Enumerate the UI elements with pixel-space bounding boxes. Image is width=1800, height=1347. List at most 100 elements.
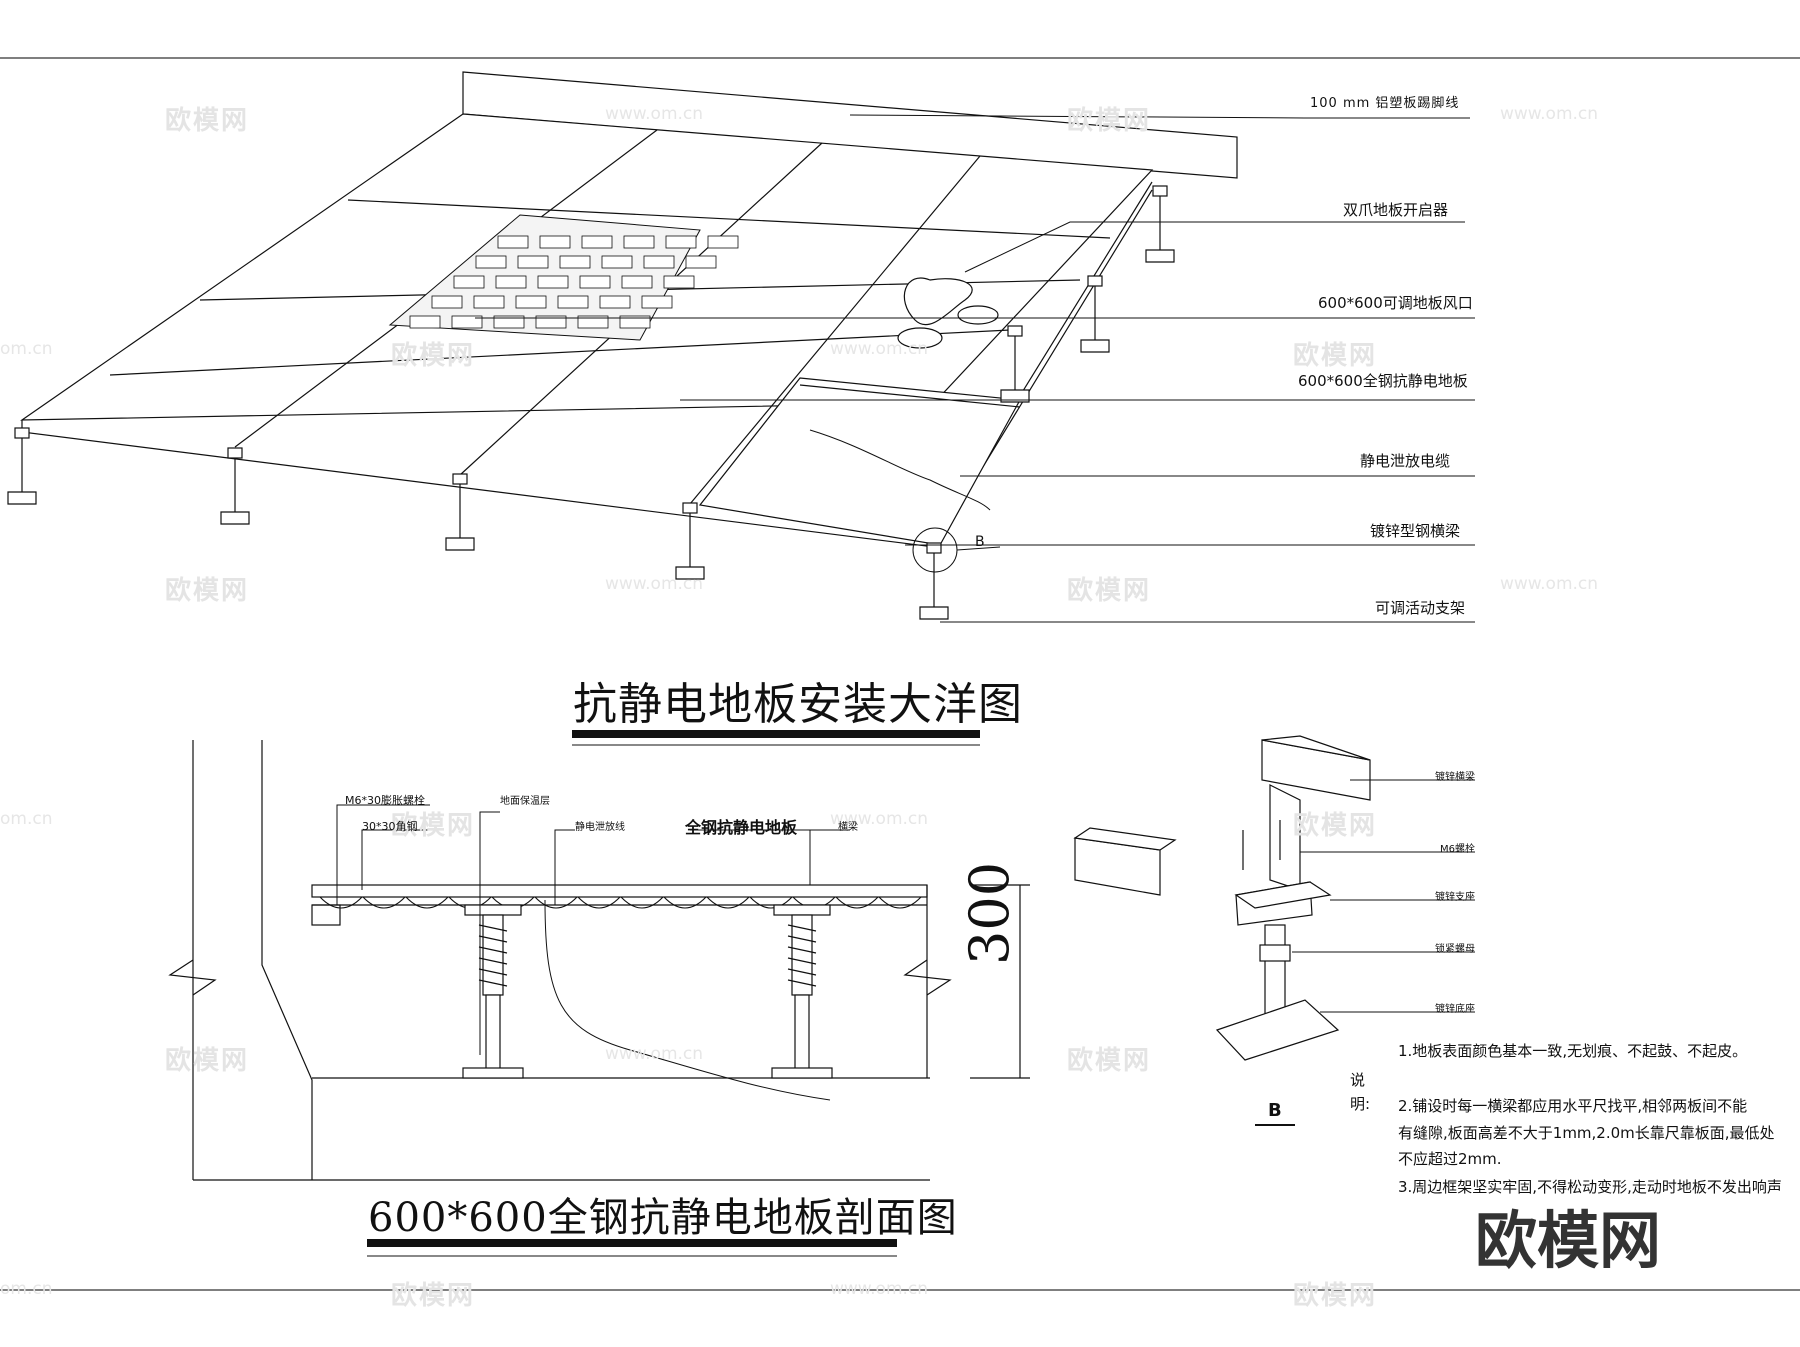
watermark-logo: 欧模网 <box>391 341 476 371</box>
panel-rib <box>534 896 578 909</box>
watermark-url: www.om.cn <box>605 1044 704 1064</box>
vent-slot <box>557 295 589 309</box>
callout-floor-opener: 双爪地板开启器 <box>1343 201 1449 219</box>
angle-steel <box>311 904 341 926</box>
label-insulation: 地面保温层 <box>500 796 550 807</box>
label-detail-base: 镀锌底座 <box>1435 1004 1475 1015</box>
watermark-url: www.om.cn <box>830 1279 929 1299</box>
vent-slot <box>537 275 569 289</box>
pedestal-group <box>7 185 1175 620</box>
vent-slot <box>559 255 591 269</box>
vent-slot <box>685 255 717 269</box>
wall-line-right <box>261 740 313 1180</box>
watermark-logo: 欧模网 <box>1067 576 1152 606</box>
panel-rib <box>405 896 449 909</box>
section-leaders <box>336 804 850 1055</box>
vent-slot <box>581 235 613 249</box>
iso-leaders <box>475 114 1475 623</box>
vent-slot <box>665 235 697 249</box>
section-title-underline <box>367 1239 897 1247</box>
vent-slot <box>493 315 525 329</box>
vent-slot <box>599 295 631 309</box>
panel-rib <box>749 896 793 909</box>
notes-heading: 说明: <box>1350 1071 1371 1113</box>
note-2-end: 不应超过2mm. <box>1398 1150 1502 1168</box>
pedestal <box>220 447 250 525</box>
watermark-logo: 欧模网 <box>391 811 476 841</box>
vent-slot <box>453 275 485 289</box>
pedestal <box>1145 185 1175 263</box>
label-floor: 全钢抗静电地板 <box>685 818 798 837</box>
callout-beam: 镀锌型钢横梁 <box>1370 522 1461 540</box>
label-cable: 静电泄放线 <box>575 822 625 833</box>
vent-slot <box>431 295 463 309</box>
label-detail-locknut: 锁紧螺母 <box>1435 944 1475 955</box>
section-title: 600*600全钢抗静电地板剖面图 <box>368 1195 958 1241</box>
note-2: 2.铺设时每一横梁都应用水平尺找平,相邻两板间不能 <box>1398 1097 1748 1115</box>
watermark-url: www.om.cn <box>830 809 929 829</box>
detail-leaders <box>1292 779 1475 1013</box>
panel-rib <box>577 896 621 909</box>
vent-slot <box>579 275 611 289</box>
watermark-url: om.cn <box>0 339 53 359</box>
section-pedestals <box>462 904 833 1079</box>
watermark-url: www.om.cn <box>1500 104 1599 124</box>
skirting-board <box>462 71 1238 179</box>
watermark-url: www.om.cn <box>830 339 929 359</box>
isometric-floor-view <box>20 71 1238 548</box>
watermark-logo: 欧模网 <box>1067 1046 1152 1076</box>
note-3: 3.周边框架坚实牢固,不得松动变形,走动时地板不发出响声 <box>1398 1178 1782 1196</box>
watermark-logo: 欧模网 <box>391 1281 476 1311</box>
panel-rib <box>878 896 922 909</box>
callout-skirting: 100 mm 铝塑板踢脚线 <box>1310 96 1460 111</box>
panel-ribs <box>319 896 922 909</box>
air-vent-grille <box>388 214 739 341</box>
watermark-url: www.om.cn <box>605 104 704 124</box>
vent-slot <box>495 275 527 289</box>
vent-slot <box>517 255 549 269</box>
label-angle: 30*30角钢 <box>362 820 418 833</box>
vent-slot <box>475 255 507 269</box>
static-cable <box>809 429 991 511</box>
note-2-cont: 有缝隙,板面高差不大于1mm,2.0m长靠尺靠板面,最低处 <box>1398 1124 1775 1142</box>
detail-b-view <box>1073 735 1371 1061</box>
watermark-url: www.om.cn <box>1500 574 1599 594</box>
lock-nut <box>1259 944 1291 962</box>
panel-rib <box>362 896 406 909</box>
floor-opener-tool <box>897 277 999 349</box>
vent-slot <box>577 315 609 329</box>
note-1: 1.地板表面颜色基本一致,无划痕、不起鼓、不起皮。 <box>1398 1042 1748 1060</box>
pedestal <box>919 542 949 620</box>
watermark-logo: 欧模网 <box>1293 811 1378 841</box>
watermark-logo: 欧模网 <box>165 576 250 606</box>
pedestal <box>7 427 37 505</box>
vent-slot <box>535 315 567 329</box>
watermark-url: www.om.cn <box>605 574 704 594</box>
pedestal <box>1080 275 1110 353</box>
watermark-logo: 欧模网 <box>1293 1281 1378 1311</box>
vent-slot <box>623 235 655 249</box>
vent-slot <box>451 315 483 329</box>
break-mark-left <box>168 959 217 996</box>
vent-slot <box>601 255 633 269</box>
watermark-url: om.cn <box>0 1279 53 1299</box>
pedestal <box>1000 325 1030 403</box>
pedestal <box>675 502 705 580</box>
callout-floor-panel: 600*600全钢抗静电地板 <box>1298 372 1468 390</box>
panel-rib <box>663 896 707 909</box>
vent-slot <box>641 295 673 309</box>
vent-slot <box>409 315 441 329</box>
watermark-logo: 欧模网 <box>165 106 250 136</box>
vent-slot <box>619 315 651 329</box>
section-cable <box>544 899 831 1101</box>
floor-panel-top <box>311 884 928 898</box>
watermark-url: om.cn <box>0 809 53 829</box>
vent-slot <box>473 295 505 309</box>
label-beam: 横梁 <box>838 822 858 833</box>
vent-slot <box>621 275 653 289</box>
panel-rib <box>620 896 664 909</box>
vent-slot <box>663 275 695 289</box>
section-view <box>168 740 1030 1181</box>
iso-title: 抗静电地板安装大洋图 <box>573 679 1023 730</box>
